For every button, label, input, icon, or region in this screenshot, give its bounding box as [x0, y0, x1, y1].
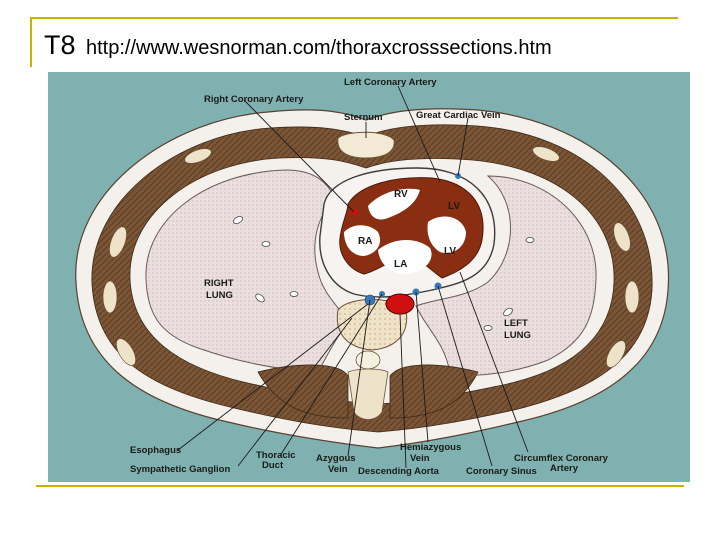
sternum	[337, 131, 395, 159]
left-atrium-chamber	[378, 239, 432, 274]
cross-section-illustration: Left Coronary Artery Right Coronary Arte…	[48, 72, 690, 482]
label-right-coronary-artery: Right Coronary Artery	[204, 94, 304, 105]
label-descending-aorta: Descending Aorta	[358, 466, 440, 477]
rib-segments	[102, 146, 640, 368]
label-esophagus: Esophagus	[130, 445, 181, 456]
label-left-lung-1: LEFT	[504, 318, 528, 329]
frame-top-line	[30, 17, 678, 19]
label-right-lung-1: RIGHT	[204, 278, 234, 289]
frame-left-line	[30, 17, 32, 67]
slide-number: T8	[44, 30, 76, 60]
right-lung	[145, 169, 349, 373]
label-leader-lines	[177, 85, 529, 469]
label-coronary-sinus: Coronary Sinus	[466, 466, 537, 477]
right-ventricle-chamber	[368, 188, 420, 220]
spinous-process	[347, 368, 389, 420]
left-ventricle-chamber	[427, 216, 466, 254]
label-sternum: Sternum	[344, 112, 383, 123]
label-right-lung-2: LUNG	[206, 290, 233, 301]
frame-bottom-line	[36, 485, 684, 487]
label-lv: LV	[444, 246, 456, 257]
label-rv: RV	[394, 189, 408, 200]
label-thoracic-duct-2: Duct	[262, 460, 284, 471]
label-great-cardiac-vein: Great Cardiac Vein	[416, 110, 501, 121]
label-ra: RA	[358, 236, 372, 247]
label-circumflex-coronary-2: Artery	[550, 463, 579, 474]
label-azygous-vein-2: Vein	[328, 464, 348, 475]
label-left-lung-2: LUNG	[504, 330, 531, 341]
label-thoracic-duct-1: Thoracic	[256, 450, 296, 461]
label-lv-top: LV	[448, 201, 460, 212]
thorax-cross-section-figure: Left Coronary Artery Right Coronary Arte…	[48, 72, 690, 482]
spinal-canal	[355, 350, 381, 370]
label-azygous-vein-1: Azygous	[316, 453, 356, 464]
left-lung	[415, 175, 597, 376]
label-la: LA	[394, 259, 407, 270]
descending-aorta	[385, 293, 415, 315]
label-left-coronary-artery: Left Coronary Artery	[344, 77, 437, 88]
label-hemiazygous-vein-1: Hemiazygous	[400, 442, 461, 453]
slide-title: T8 http://www.wesnorman.com/thoraxcrosss…	[44, 30, 552, 61]
label-circumflex-coronary-1: Circumflex Coronary	[514, 453, 609, 464]
label-sympathetic-ganglion: Sympathetic Ganglion	[130, 464, 230, 475]
source-url[interactable]: http://www.wesnorman.com/thoraxcrosssect…	[85, 37, 552, 59]
right-atrium-chamber	[344, 225, 381, 256]
pulmonary-vessels	[233, 215, 535, 331]
label-hemiazygous-vein-2: Vein	[410, 453, 430, 464]
